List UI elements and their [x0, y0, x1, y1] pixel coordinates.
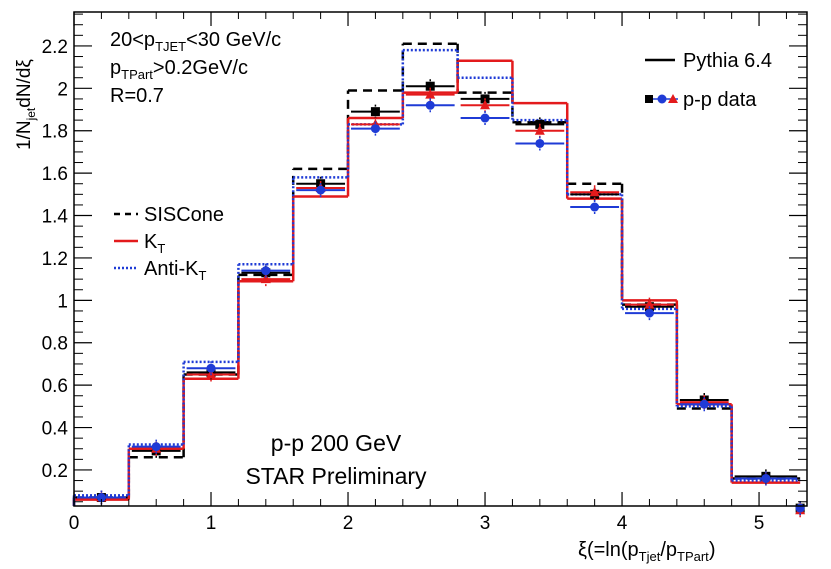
data-point [795, 503, 805, 513]
x-tick-label: 3 [480, 513, 491, 534]
data-point [480, 99, 491, 110]
data-point [370, 107, 380, 117]
data-point [96, 493, 106, 503]
y-tick-label: 1.4 [42, 207, 69, 228]
cut-radius: R=0.7 [110, 85, 164, 107]
legend-antikt-label: Anti-KT [144, 258, 206, 283]
y-tick-label: 0.4 [42, 419, 69, 440]
data-point [425, 89, 436, 99]
x-tick-label: 1 [206, 513, 217, 534]
cut-particle-pt: pTPart>0.2GeV/c [110, 57, 248, 82]
x-tick-label: 2 [343, 513, 354, 534]
data-point [425, 81, 435, 91]
legend-pythia-label: Pythia 6.4 [683, 50, 772, 72]
y-tick-label: 0.8 [42, 334, 68, 355]
x-tick-label: 5 [754, 513, 765, 534]
data-point [589, 186, 600, 197]
y-tick-label: 2.2 [42, 37, 68, 58]
ticks-layer: 0 1 2 3 4 5 0.2 0.4 0.6 0.8 1 1.2 1.4 1.6 1.8 2 2.2 [42, 12, 807, 534]
series-k-t-data [77, 87, 806, 518]
data-point [535, 138, 545, 148]
series-siscone-data [77, 79, 805, 516]
legend-siscone-label: SISCone [144, 204, 224, 226]
y-tick-label: 0.6 [42, 376, 68, 397]
cut-jet-pt: 20<pTJET<30 GeV/c [110, 29, 281, 54]
y-tick-label: 1.2 [42, 249, 68, 270]
series-anti-k-t-data [77, 98, 805, 516]
x-tick-label: 0 [69, 513, 80, 534]
data-point [644, 299, 655, 309]
data-point [761, 473, 771, 483]
plot-layer [72, 42, 806, 518]
legend-data-label: p-p data [683, 89, 757, 111]
data-point [261, 266, 271, 276]
x-tick-label: 4 [617, 513, 628, 534]
plot-frame [73, 11, 808, 507]
data-point [316, 185, 326, 195]
data-point [699, 399, 709, 409]
legend-kt-label: KT [144, 231, 165, 256]
data-point [644, 308, 654, 318]
data-point [260, 273, 271, 284]
y-tick-label: 1 [57, 291, 68, 312]
collision-label: p-p 200 GeV [271, 430, 402, 456]
data-point [151, 442, 161, 452]
y-tick-label: 2 [57, 79, 68, 100]
y-tick-label: 1.8 [42, 122, 68, 143]
legend-data-swatch [645, 94, 678, 104]
y-tick-label: 0.2 [42, 461, 68, 482]
x-axis-label: ξ(=ln(pTjet/pTPart) [578, 539, 715, 564]
data-point [534, 125, 545, 135]
y-axis-label: 1/NjetdN/dξ [14, 59, 38, 150]
data-point [206, 363, 216, 373]
preliminary-label: STAR Preliminary [245, 463, 427, 489]
y-tick-label: 1.6 [42, 164, 68, 185]
data-point [370, 124, 380, 134]
data-point [425, 100, 435, 110]
data-point [480, 113, 490, 123]
data-point [590, 202, 600, 212]
